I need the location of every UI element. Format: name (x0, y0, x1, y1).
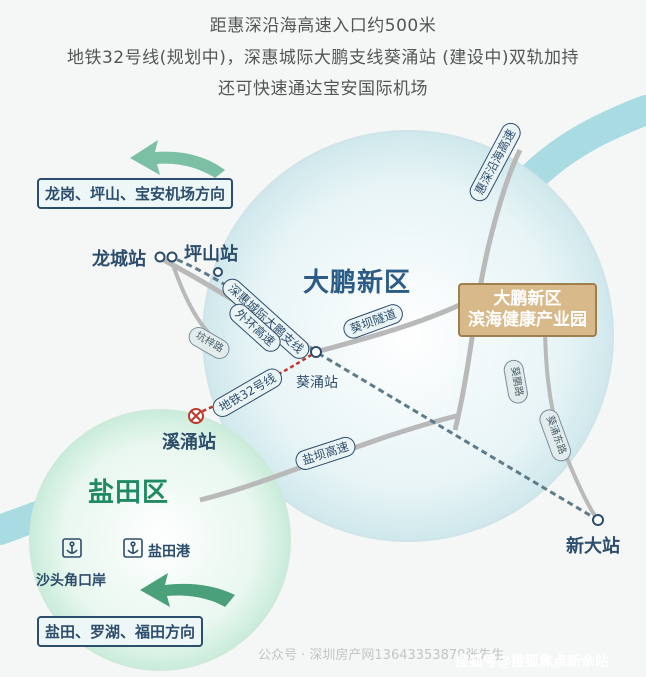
health-park-line-1: 大鹏新区 (493, 289, 562, 309)
station-xinda-label: 新大站 (566, 536, 620, 557)
xinda-station-marker (592, 514, 604, 526)
watermark-sohu: 搜狐号@搜狐焦点新余站 (455, 654, 609, 670)
station-pingshan-label: 坪山站 (184, 244, 238, 265)
header-line-2: 地铁32号线(规划中)，深惠城际大鹏支线葵涌站 (建设中)双轨加持 (66, 48, 580, 68)
header-line-1: 距惠深沿海高速入口约500米 (209, 16, 437, 36)
arrow-northwest (130, 140, 225, 178)
anchor-icon-yantian-port (123, 538, 143, 558)
station-longcheng-label: 龙城站 (92, 249, 146, 270)
station-kuichong-label: 葵涌站 (296, 375, 338, 391)
anchor-icon-shatoujiao (62, 538, 82, 558)
road-kuiba-tunnel (315, 297, 472, 355)
direction-northwest-box: 龙岗、坪山、宝安机场方向 (37, 178, 234, 209)
district-yantian-label: 盐田区 (88, 478, 170, 508)
pingshan2-station-marker (213, 267, 223, 277)
arrow-southwest (140, 573, 235, 607)
station-xiyong-label: 溪涌站 (162, 432, 216, 453)
port-yantian-label: 盐田港 (148, 544, 190, 560)
health-park-box: 大鹏新区 滨海健康产业园 (458, 283, 597, 337)
district-dapeng-label: 大鹏新区 (303, 268, 412, 298)
port-shatoujiao-label: 沙头角口岸 (36, 573, 106, 589)
pingshan-station-marker (166, 251, 178, 263)
road-huishen-coastal (452, 148, 523, 431)
direction-southwest-box: 盐田、罗湖、福田方向 (37, 616, 204, 647)
header-line-3: 还可快速通达宝安国际机场 (218, 79, 428, 99)
kuichong-station-marker (310, 346, 322, 358)
longcheng-station-marker (154, 251, 166, 263)
metro-line-32 (195, 350, 317, 416)
health-park-line-2: 滨海健康产业园 (468, 310, 587, 330)
watermark-wechat: 公众号 · 深圳房产网13643353870张先生 (258, 648, 505, 663)
